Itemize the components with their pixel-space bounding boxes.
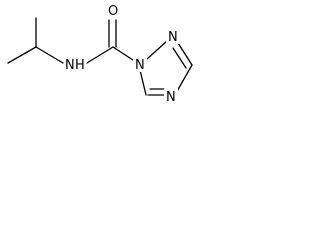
bond-ring-n2-c3-b [172, 47, 187, 69]
atom-carbonyl-oxygen: O [106, 2, 120, 19]
amide-h-label: H [75, 58, 85, 73]
carbonyl-o-label: O [108, 4, 118, 19]
atom-ring-n1: N [133, 56, 147, 73]
atom-ring-n4: N [164, 88, 178, 105]
ring-n2-label: N [168, 30, 178, 45]
bond-nh-to-carbonyl [86, 46, 114, 64]
chemical-structure: N H O N N N [7, 2, 193, 105]
ring-n4-label: N [166, 90, 176, 105]
bond-ring-n1-n2 [146, 40, 168, 60]
bond-ring-n2-c3-a [177, 42, 193, 66]
bond-ring-c5-n1 [139, 69, 147, 96]
amide-n-label: N [65, 58, 75, 73]
ring-n1-label: N [135, 58, 145, 73]
bond-ring-c3-n4 [175, 64, 193, 94]
atom-ring-n2: N [166, 28, 180, 45]
bond-isopropyl-to-nh [35, 46, 64, 64]
atom-amide-nitrogen: N H [64, 56, 86, 73]
bond-isopropyl-methyl-left [7, 46, 37, 64]
bond-carbonyl-to-ring-n1 [112, 46, 134, 61]
